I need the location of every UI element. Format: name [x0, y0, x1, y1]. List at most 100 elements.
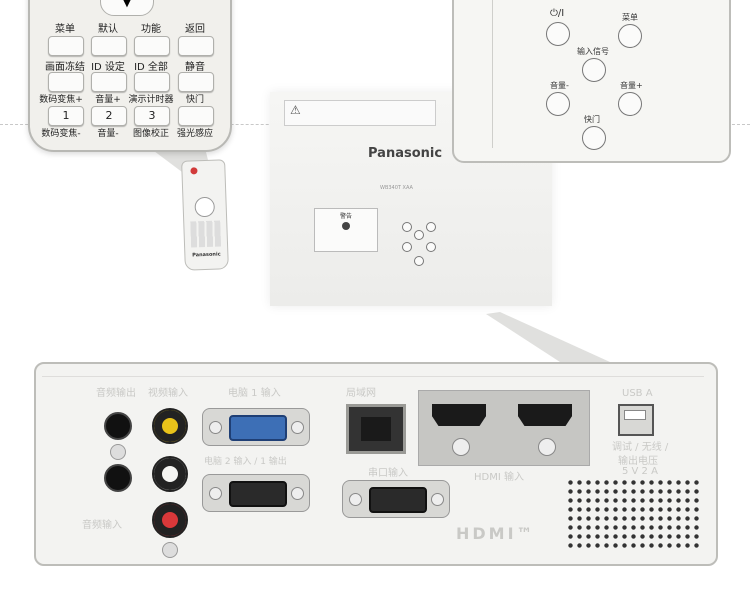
remote-power-dot [190, 167, 198, 175]
remote-label-default: 默认 [98, 24, 118, 35]
vga-connector-black [229, 481, 287, 507]
remote-brand: Panasonic [192, 251, 221, 259]
projector-top-label [284, 100, 436, 126]
projector-mini-button[interactable] [402, 222, 412, 232]
projector-body: ⚠ Panasonic WB340T XAA 警告 [270, 92, 552, 306]
label-pc1-in: 电脑 1 输入 [228, 388, 281, 399]
audio-out-jack[interactable] [104, 412, 132, 440]
screw-icon [538, 438, 556, 456]
lan-port[interactable] [346, 404, 406, 454]
label-lan: 局域网 [346, 388, 376, 399]
remote-label-mute: 静音 [185, 62, 205, 73]
remote-default-button[interactable] [91, 36, 127, 56]
vga-connector-blue [229, 415, 287, 441]
label-audio-out: 音频输出 [96, 388, 136, 399]
panel-label-menu: 菜单 [622, 13, 638, 22]
remote-num2-button[interactable]: 2 [91, 106, 127, 126]
remote-label-menu: 菜单 [55, 24, 75, 35]
warning-icon [342, 222, 350, 230]
label-pc2-in: 电脑 2 输入 / 1 输出 [204, 457, 287, 467]
remote-label-keystone: 图像校正 [132, 129, 169, 139]
panel-side-strip [452, 0, 493, 148]
label-usb: USB A [622, 388, 653, 399]
panel-label-power: ⏻/Ⅰ [550, 8, 565, 19]
hdmi-port-1[interactable] [432, 404, 486, 426]
brand-logo: Panasonic [368, 146, 443, 161]
label-audio-in: 音频输入 [82, 520, 122, 531]
panel-label-vol-plus: 音量+ [620, 81, 643, 90]
screw-icon [452, 438, 470, 456]
label-serial-in: 串口输入 [368, 468, 408, 479]
remote-control: Panasonic [181, 159, 229, 271]
remote-freeze-button[interactable] [48, 72, 84, 92]
screw-icon [349, 493, 362, 506]
panel-label-shutter: 快门 [584, 115, 600, 124]
panel-vol-plus-button[interactable] [618, 92, 642, 116]
panel-label-input: 输入信号 [577, 47, 609, 56]
pc1-vga-port[interactable] [202, 408, 310, 446]
remote-label-zoom-minus: 数码变焦- [41, 129, 81, 139]
remote-dpad [194, 196, 216, 218]
lan-socket [361, 417, 391, 441]
remote-mute-button[interactable] [178, 72, 214, 92]
warning-triangle-icon: ⚠ [290, 103, 301, 117]
panel-menu-button[interactable] [618, 24, 642, 48]
remote-keypad [190, 220, 222, 248]
panel-power-button[interactable] [546, 22, 570, 46]
hdmi-bracket [418, 390, 590, 466]
screw-icon [209, 487, 222, 500]
remote-id-set-button[interactable] [91, 72, 127, 92]
label-hdmi-in: HDMI 输入 [474, 472, 524, 483]
remote-function-button[interactable] [134, 36, 170, 56]
panel-vol-minus-button[interactable] [546, 92, 570, 116]
remote-label-return: 返回 [185, 24, 205, 35]
label-usb-desc-3: 5 V 2 A [622, 466, 658, 477]
warning-title: 警告 [339, 213, 352, 220]
remote-zoom-view: ▼ 菜单 默认 功能 返回 画面冻结 ID 设定 ID 全部 静音 数码变焦+ … [28, 0, 232, 152]
usb-port[interactable] [618, 404, 654, 436]
ventilation-grille [566, 478, 702, 548]
panel-input-button[interactable] [582, 58, 606, 82]
projector-mini-button[interactable] [402, 242, 412, 252]
screw-icon [291, 421, 304, 434]
audio-in-red-jack[interactable] [152, 502, 188, 538]
screw-icon [110, 444, 126, 460]
serial-connector [369, 487, 427, 513]
projector-mini-button[interactable] [414, 230, 424, 240]
label-usb-desc-1: 调试 / 无线 / [612, 442, 669, 453]
remote-label-timer: 演示计时器 [128, 95, 174, 105]
pc2-vga-port[interactable] [202, 474, 310, 512]
remote-label-shutter: 快门 [185, 95, 204, 105]
remote-label-id-set: ID 设定 [91, 62, 125, 73]
remote-menu-button[interactable] [48, 36, 84, 56]
video-in-yellow-jack[interactable] [152, 408, 188, 444]
screw-icon [209, 421, 222, 434]
projector-mini-button[interactable] [426, 222, 436, 232]
remote-num3-button[interactable]: 3 [134, 106, 170, 126]
screw-icon [291, 487, 304, 500]
remote-shutter-button[interactable] [178, 106, 214, 126]
remote-label-id-all: ID 全部 [134, 62, 168, 73]
panel-shutter-button[interactable] [582, 126, 606, 150]
remote-label-freeze: 画面冻结 [45, 62, 85, 73]
remote-return-button[interactable] [178, 36, 214, 56]
rear-connector-panel: 音频输出 视频输入 电脑 1 输入 局域网 USB A 音频输入 电脑 2 输入… [34, 362, 718, 566]
remote-id-all-button[interactable] [134, 72, 170, 92]
screw-icon [431, 493, 444, 506]
audio-in-jack[interactable] [104, 464, 132, 492]
remote-num1-button[interactable]: 1 [48, 106, 84, 126]
screw-icon [162, 542, 178, 558]
usb-socket [624, 410, 646, 420]
hdmi-logo: HDMI™ [456, 524, 536, 543]
projector-mini-button[interactable] [414, 256, 424, 266]
remote-label-function: 功能 [141, 24, 161, 35]
projector-mini-button[interactable] [426, 242, 436, 252]
chevron-down-icon: ▼ [100, 0, 154, 16]
remote-label-vol-plus: 音量+ [95, 95, 121, 105]
label-usb-desc-2: 输出电压 [618, 456, 658, 467]
remote-label-vol-minus: 音量- [97, 129, 119, 139]
serial-port[interactable] [342, 480, 450, 518]
hdmi-port-2[interactable] [518, 404, 572, 426]
remote-label-daylight: 强光感应 [176, 129, 213, 139]
audio-in-white-jack[interactable] [152, 456, 188, 492]
